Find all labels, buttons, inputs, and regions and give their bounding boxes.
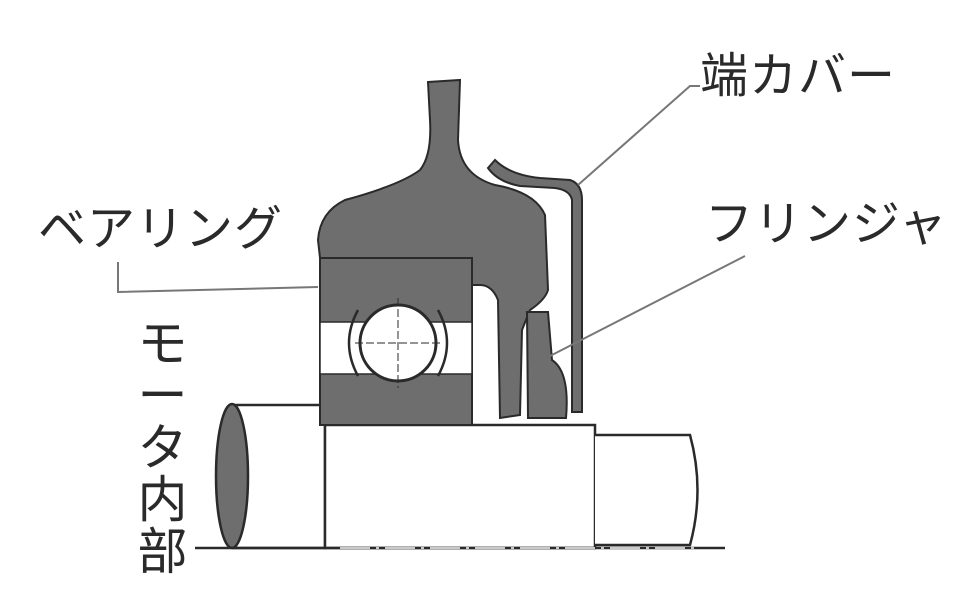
shaft — [214, 402, 699, 550]
label-flinger: フリンジャ — [705, 196, 948, 252]
end-cover — [486, 158, 583, 413]
flinger — [525, 311, 568, 419]
leader-flinger — [549, 255, 746, 357]
label-motor-interior: モータ内部 — [137, 315, 189, 581]
leader-bearing — [117, 262, 319, 294]
leader-end-cover — [577, 85, 700, 186]
shaft-end-section — [214, 402, 250, 550]
bearing — [319, 257, 473, 426]
label-end-cover: 端カバー — [700, 48, 897, 104]
end-bracket-housing — [316, 78, 550, 420]
label-bearing: ベアリング — [38, 201, 284, 257]
inner-ring-seat — [323, 423, 597, 550]
